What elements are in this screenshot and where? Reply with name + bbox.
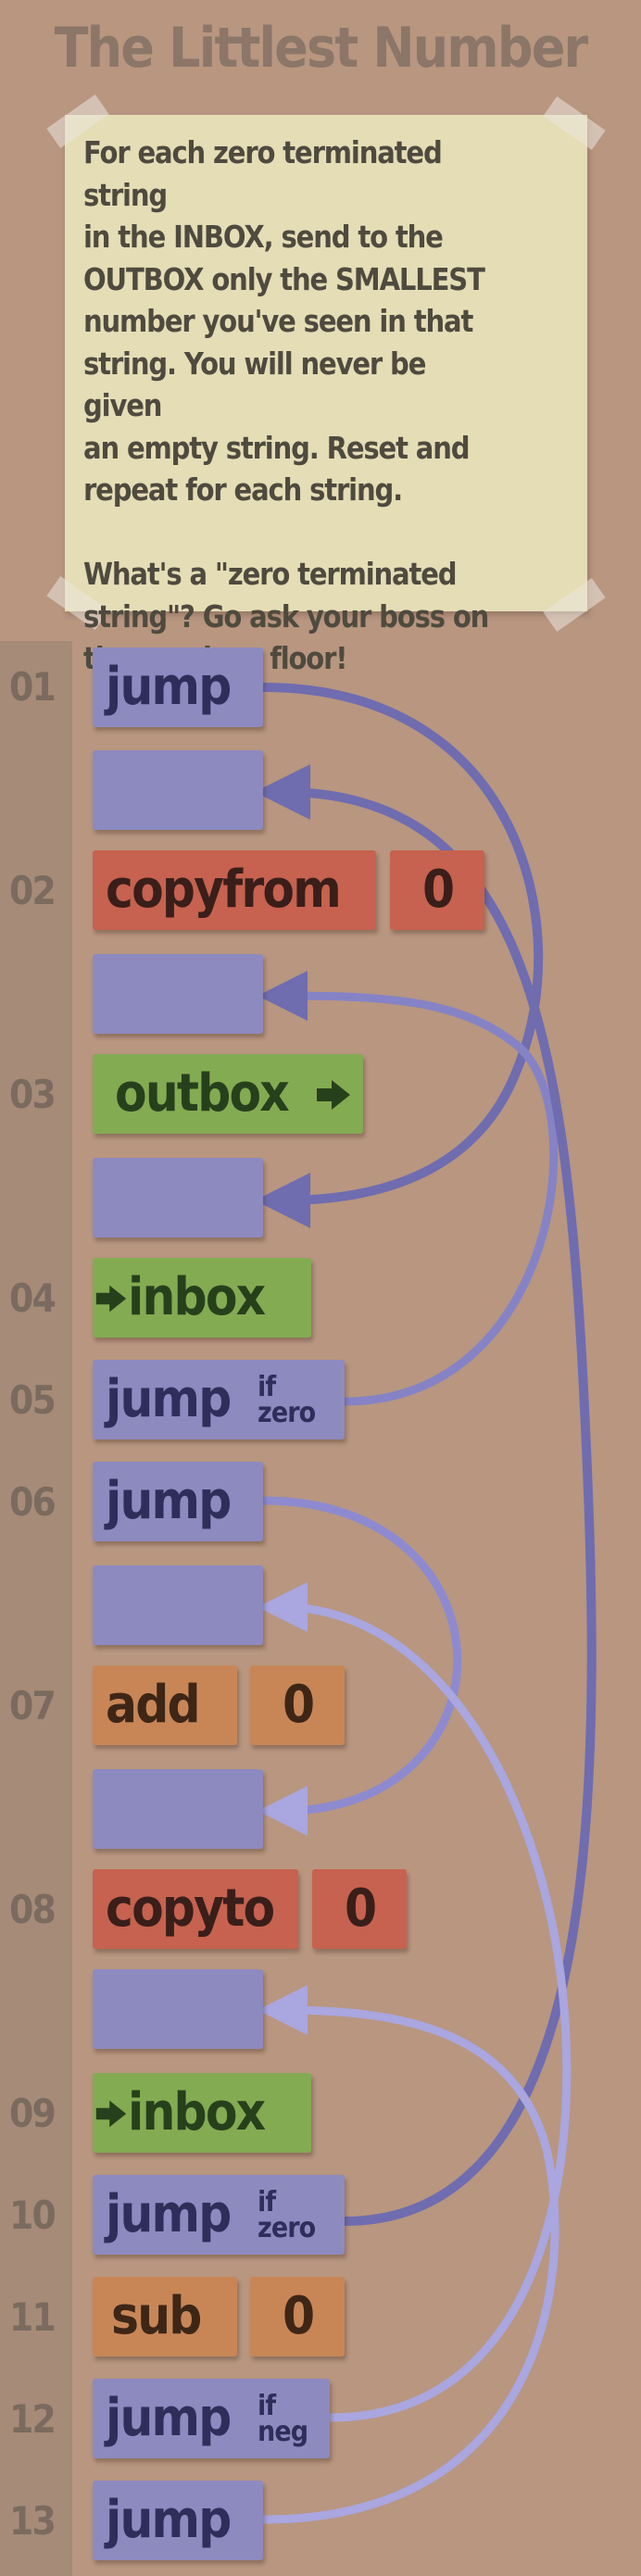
address-value: 0 [283, 1675, 315, 1735]
line-number: 12 [9, 2396, 57, 2442]
jump-target-label[interactable] [93, 1769, 263, 1849]
command-label: inbox [128, 2082, 266, 2142]
line-number: 03 [9, 1072, 57, 1117]
command-label: jump [106, 2388, 232, 2448]
command-label: jump [106, 1369, 232, 1429]
jump-target-label[interactable] [93, 1969, 263, 2049]
command-label: copyfrom [106, 860, 342, 920]
line-number: 09 [9, 2091, 57, 2136]
jump-target-label[interactable] [93, 954, 263, 1034]
line-number: 08 [9, 1887, 57, 1932]
jump-condition: if zero [258, 1371, 316, 1429]
command-label: copyto [106, 1879, 275, 1939]
jump-condition: if zero [258, 2186, 316, 2244]
address-tile[interactable]: 0 [390, 850, 484, 930]
line-number: 07 [9, 1683, 57, 1728]
command-jump-if-zero[interactable]: jump if zero [93, 1360, 345, 1439]
address-value: 0 [345, 1879, 377, 1939]
command-sub[interactable]: sub [93, 2277, 237, 2356]
line-number: 13 [9, 2498, 57, 2544]
jump-target-label[interactable] [93, 1158, 263, 1238]
command-add[interactable]: add [93, 1665, 237, 1745]
right-arrow-icon [95, 2100, 127, 2128]
line-number: 01 [9, 664, 57, 710]
instructions-note: For each zero terminated string in the I… [46, 94, 606, 676]
line-number: 10 [9, 2193, 57, 2238]
command-label: jump [106, 657, 232, 717]
command-jump-if-zero[interactable]: jump if zero [93, 2175, 345, 2255]
command-jump[interactable]: jump [93, 647, 263, 727]
line-number: 04 [9, 1275, 57, 1321]
command-label: jump [106, 2490, 232, 2550]
jump-target-label[interactable] [93, 750, 263, 830]
address-tile[interactable]: 0 [312, 1869, 407, 1949]
line-number-gutter [0, 641, 72, 2576]
line-number: 05 [9, 1377, 57, 1423]
level-title: The Littlest Number [54, 16, 589, 81]
address-tile[interactable]: 0 [250, 1665, 345, 1745]
command-label: outbox [115, 1063, 290, 1124]
jump-target-label[interactable] [93, 1565, 263, 1645]
command-label: inbox [128, 1267, 266, 1327]
right-arrow-icon [95, 1285, 127, 1313]
wire-13-to-label-f [258, 1985, 559, 2524]
line-number: 02 [9, 868, 57, 913]
jump-condition: if neg [258, 2390, 308, 2448]
command-label: add [106, 1675, 201, 1735]
command-label: jump [106, 1471, 232, 1531]
address-value: 0 [283, 2286, 315, 2346]
wire-05-to-label-b [258, 971, 559, 1406]
command-jump[interactable]: jump [93, 2481, 263, 2560]
command-jump-if-negative[interactable]: jump if neg [93, 2379, 330, 2458]
wire-06-to-label-e [258, 1496, 462, 1836]
wire-12-to-label-d [258, 1582, 572, 2422]
address-tile[interactable]: 0 [250, 2277, 345, 2356]
command-inbox[interactable]: inbox [93, 1258, 311, 1338]
command-label: jump [106, 2184, 232, 2244]
command-jump[interactable]: jump [93, 1462, 263, 1541]
right-arrow-icon [317, 1080, 350, 1110]
line-number: 11 [9, 2294, 57, 2340]
command-copyto[interactable]: copyto [93, 1869, 298, 1949]
command-inbox[interactable]: inbox [93, 2073, 311, 2153]
address-value: 0 [422, 860, 455, 920]
command-copyfrom[interactable]: copyfrom [93, 850, 376, 930]
command-label: sub [111, 2286, 202, 2346]
line-number: 06 [9, 1479, 57, 1525]
command-outbox[interactable]: outbox [93, 1054, 363, 1134]
